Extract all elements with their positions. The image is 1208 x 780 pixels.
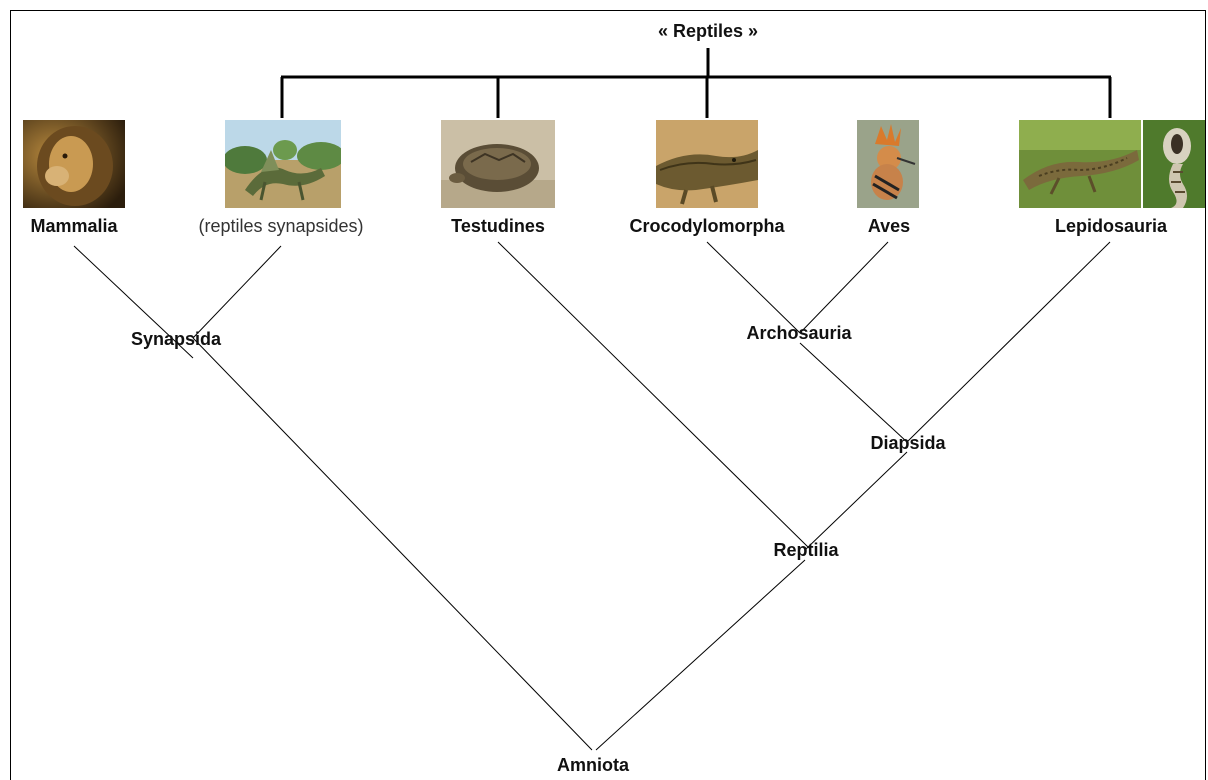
branch-diapsida bbox=[804, 451, 908, 551]
branch-lepidosauria bbox=[906, 241, 1111, 443]
branch-archosauria bbox=[799, 342, 908, 443]
clade-label-diapsida: Diapsida bbox=[870, 433, 946, 453]
tortoise-photo bbox=[441, 120, 555, 208]
hoopoe-bird-photo bbox=[857, 120, 919, 208]
lion-photo bbox=[23, 120, 125, 208]
branch-crocodylomorpha bbox=[706, 241, 801, 334]
clade-label-amniota: Amniota bbox=[557, 755, 629, 775]
taxon-label-crocodylomorpha: Crocodylomorpha bbox=[629, 216, 785, 236]
taxon-label-aves: Aves bbox=[867, 216, 911, 236]
taxon-label-mammalia: Mammalia bbox=[30, 216, 118, 236]
branch-mammalia bbox=[73, 245, 194, 359]
taxon-label-synapsid-reptiles: (reptiles synapsides) bbox=[198, 216, 364, 236]
crocodile-photo bbox=[656, 120, 758, 208]
lizard-photo bbox=[1019, 120, 1141, 208]
clade-label-synapsida: Synapsida bbox=[130, 329, 222, 349]
branch-aves bbox=[799, 241, 889, 334]
taxon-label-lepidosauria: Lepidosauria bbox=[1054, 216, 1168, 236]
clade-label-reptilia: Reptilia bbox=[773, 540, 839, 560]
branch-testudines bbox=[497, 241, 810, 549]
taxon-label-testudines: Testudines bbox=[451, 216, 545, 236]
diagram-frame bbox=[10, 10, 1206, 780]
cobra-photo bbox=[1143, 120, 1205, 208]
branch-synapsid-reptiles bbox=[192, 245, 282, 339]
diagram-title: « Reptiles » bbox=[657, 21, 759, 41]
clade-label-archosauria: Archosauria bbox=[746, 323, 852, 343]
branch-synapsida bbox=[192, 337, 593, 751]
synapsid-reptile-illustration bbox=[225, 120, 341, 208]
branch-reptilia bbox=[595, 559, 806, 751]
